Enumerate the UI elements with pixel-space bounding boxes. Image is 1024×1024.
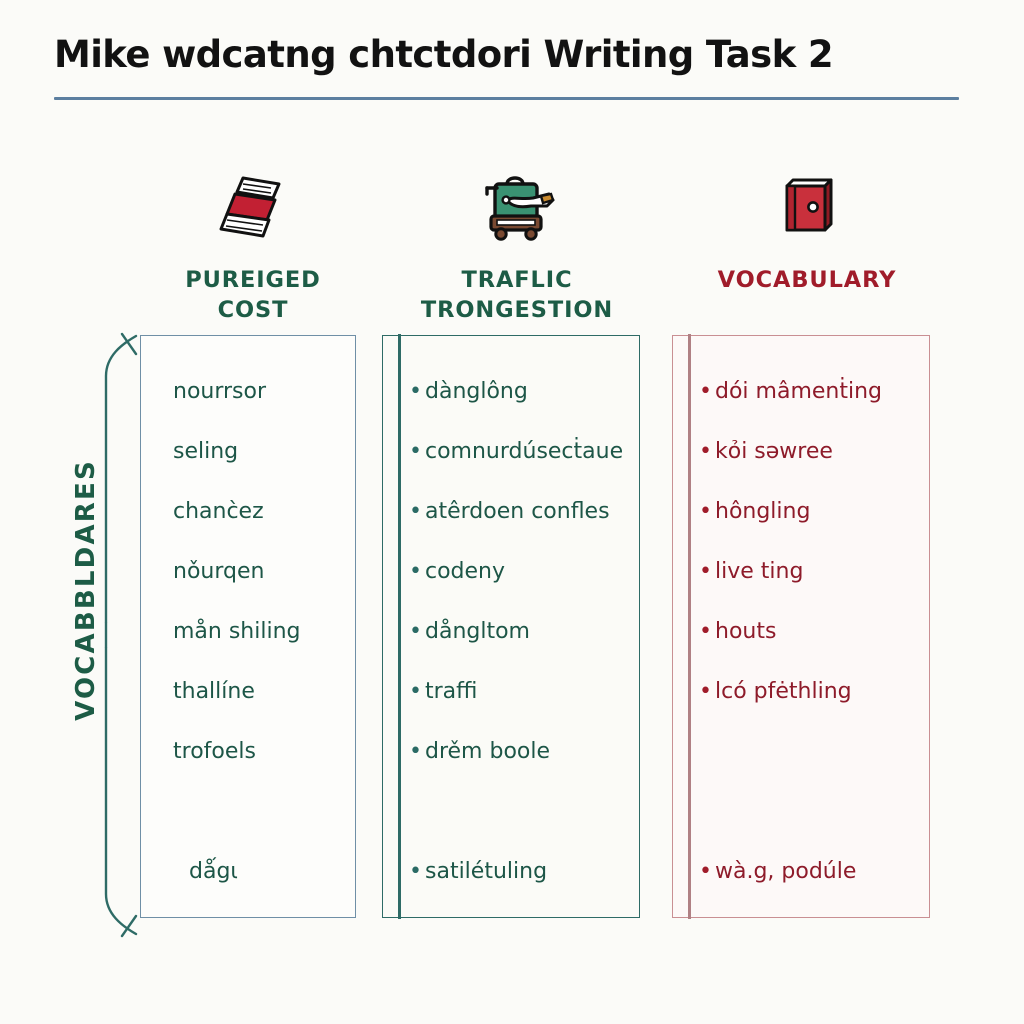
list-item[interactable]: seling	[155, 422, 343, 482]
column-body: •dànglông •comnurdúsecṫauе •atêrdoen con…	[382, 334, 640, 919]
item-text: seling	[173, 439, 239, 464]
bullet-icon: •	[699, 379, 712, 404]
vocabularies-group-label: VOCABBLDARES	[36, 330, 156, 940]
item-text: dǻgι	[189, 859, 238, 884]
bullet-icon: •	[699, 679, 712, 704]
list-item[interactable]: •hôngling	[687, 482, 917, 542]
page-title: Mike wdcatng chtctdori Writing Task 2	[54, 33, 834, 76]
bullet-icon: •	[409, 679, 422, 704]
item-text: houts	[715, 619, 777, 644]
item-text: trofoels	[173, 739, 256, 764]
column-accent-rule	[398, 334, 401, 919]
list-item[interactable]: •houts	[687, 602, 917, 662]
list-item[interactable]: •lcó pfėthling	[687, 662, 917, 722]
list-item[interactable]: trofoels	[155, 722, 343, 782]
item-text: chanc̀ez	[173, 499, 264, 524]
vocabulary-list: nourrsor seling chanc̀ez nǒurqen mån shi…	[155, 362, 343, 902]
column-title: PUREIGED COST	[185, 267, 321, 323]
item-text: satilétuling	[425, 859, 548, 884]
bullet-icon: •	[699, 859, 712, 884]
item-text: drěm boole	[425, 739, 551, 764]
list-item-spacer	[687, 782, 917, 842]
bullet-icon: •	[409, 859, 422, 884]
column-vocabulary: VOCABULARY •dói mâmenṫing •kỏi səwree •h…	[672, 160, 942, 919]
column-header: TRAFLIC TRONGESTION	[382, 160, 652, 335]
list-item[interactable]: •dångltom	[397, 602, 627, 662]
item-text: nǒurqen	[173, 559, 265, 584]
list-item[interactable]: •dói mâmenṫing	[687, 362, 917, 422]
vocabulary-list: •dói mâmenṫing •kỏi səwree •hôngling •li…	[687, 362, 917, 902]
column-title: VOCABULARY	[717, 267, 897, 293]
item-text: atêrdoen confles	[425, 499, 610, 524]
list-item[interactable]: nourrsor	[155, 362, 343, 422]
item-text: dångltom	[425, 619, 530, 644]
item-text: comnurdúsecṫauе	[425, 439, 624, 464]
column-accent-rule	[688, 334, 691, 919]
item-text: dànglông	[425, 379, 528, 404]
bullet-icon: •	[699, 439, 712, 464]
list-item[interactable]: •atêrdoen confles	[397, 482, 627, 542]
item-text: kỏi səwree	[715, 439, 833, 464]
item-text: wà.g, podúle	[715, 859, 857, 884]
list-item[interactable]: •live ting	[687, 542, 917, 602]
bullet-icon: •	[409, 439, 422, 464]
item-text: traffi	[425, 679, 478, 704]
column-header: VOCABULARY	[672, 160, 942, 335]
list-item[interactable]: •kỏi səwree	[687, 422, 917, 482]
list-item-spacer	[155, 782, 343, 842]
vocabulary-list: •dànglông •comnurdúsecṫauе •atêrdoen con…	[397, 362, 627, 902]
item-text: mån shiling	[173, 619, 301, 644]
item-text: live ting	[715, 559, 804, 584]
column-purchased-cost: PUREIGED COST nourrsor seling chanc̀ez n…	[118, 160, 388, 918]
list-item-spacer	[687, 722, 917, 782]
list-item[interactable]: •codeny	[397, 542, 627, 602]
item-text: nourrsor	[173, 379, 267, 404]
item-text: thallíne	[173, 679, 255, 704]
list-item[interactable]: •satilétuling	[397, 842, 627, 902]
bullet-icon: •	[409, 559, 422, 584]
column-traffic-congestion: TRAFLIC TRONGESTION •dànglông •comnurdús…	[382, 160, 652, 919]
list-item[interactable]: dǻgι	[155, 842, 343, 902]
title-divider	[54, 96, 959, 100]
list-item[interactable]: •dànglông	[397, 362, 627, 422]
bullet-icon: •	[409, 379, 422, 404]
bullet-icon: •	[699, 499, 712, 524]
bullet-icon: •	[409, 739, 422, 764]
list-item[interactable]: •traffi	[397, 662, 627, 722]
bullet-icon: •	[699, 559, 712, 584]
column-title: TRAFLIC TRONGESTION	[420, 267, 614, 323]
item-text: lcó pfėthling	[715, 679, 852, 704]
list-item[interactable]: nǒurqen	[155, 542, 343, 602]
list-item[interactable]: •wà.g, podúle	[687, 842, 917, 902]
bullet-icon: •	[409, 499, 422, 524]
curly-brace-icon	[104, 332, 138, 938]
list-item[interactable]: •comnurdúsecṫauе	[397, 422, 627, 482]
bullet-icon: •	[699, 619, 712, 644]
column-body: nourrsor seling chanc̀ez nǒurqen mån shi…	[140, 335, 356, 918]
red-book-icon	[767, 160, 847, 252]
bullet-icon: •	[409, 619, 422, 644]
item-text: dói mâmenṫing	[715, 379, 882, 404]
column-header: PUREIGED COST	[118, 160, 388, 335]
header: Mike wdcatng chtctdori Writing Task 2	[54, 33, 970, 100]
bus-vehicle-icon	[473, 160, 561, 252]
list-item[interactable]: chanc̀ez	[155, 482, 343, 542]
column-body: •dói mâmenṫing •kỏi səwree •hôngling •li…	[672, 334, 930, 919]
list-item[interactable]: mån shiling	[155, 602, 343, 662]
item-text: hôngling	[715, 499, 811, 524]
list-item-spacer	[397, 782, 627, 842]
item-text: codeny	[425, 559, 506, 584]
list-item[interactable]: •drěm boole	[397, 722, 627, 782]
stacked-books-icon	[213, 160, 293, 252]
list-item[interactable]: thallíne	[155, 662, 343, 722]
